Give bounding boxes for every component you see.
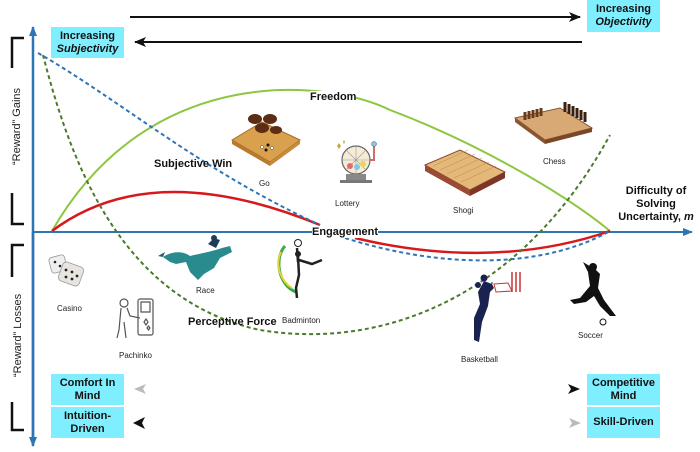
box-line: Increasing [595,3,652,15]
box-line: Mind [610,389,637,402]
shogi-board-icon [423,149,507,196]
gains-bracket-top [10,36,24,68]
game-label-pachinko: Pachinko [119,351,152,360]
x-axis-label-line: Solving [636,198,676,210]
intuition-driven-box: Intuition- Driven [51,407,124,438]
box-line: Comfort In [59,376,116,389]
subjective-win-curve [37,52,611,262]
losses-bracket-top [10,243,24,277]
game-label-go: Go [259,179,270,188]
perceptive-force-label: Perceptive Force [188,316,277,328]
gains-bracket-bottom [10,193,24,226]
box-line: Skill-Driven [593,416,654,428]
badminton-player-icon [277,239,323,299]
box-line: Increasing [59,29,116,42]
competitive-arrow-head [568,384,580,394]
subjective-win-label: Subjective Win [154,158,233,170]
intuition-arrow-head [133,417,145,429]
perceptive-force-curve [42,54,611,336]
x-axis-label-line: Difficulty of [625,185,687,197]
game-label-badminton: Badminton [282,316,321,325]
game-label-basketball: Basketball [461,355,498,364]
game-label-soccer: Soccer [578,331,603,340]
skill-driven-box: Skill-Driven [587,407,660,438]
horse-race-icon [158,235,232,280]
engagement-label: Engagement [312,226,379,238]
competitive-mind-box: Competitive Mind [587,374,660,405]
game-label-casino: Casino [57,304,82,313]
game-label-lottery: Lottery [335,199,360,208]
box-line-italic: Subjectivity [56,42,119,55]
increasing-objectivity-box: Increasing Objectivity [587,0,660,32]
reward-losses-label: “Reward” Losses [12,293,24,377]
x-axis-variable: m [684,211,694,223]
soccer-player-icon [570,262,616,326]
box-line: Mind [74,389,101,402]
comfort-in-mind-box: Comfort In Mind [51,374,124,405]
box-line: Intuition- [63,409,112,422]
game-label-chess: Chess [543,157,566,166]
x-axis-label-text: Uncertainty, [618,211,685,223]
dice-icon [48,254,85,287]
x-axis-label: Difficulty of Solving Uncertainty, m [606,185,700,224]
box-line-italic: Objectivity [595,16,652,28]
lottery-machine-icon [337,140,377,183]
basketball-player-icon [474,272,521,342]
increasing-subjectivity-box: Increasing Subjectivity [51,27,124,58]
chessboard-icon [513,102,594,144]
game-label-race: Race [196,286,215,295]
losses-bracket-bottom [10,402,24,432]
box-line: Driven [70,422,105,435]
game-label-shogi: Shogi [453,206,474,215]
freedom-label: Freedom [310,91,357,103]
engagement-curve-lower [354,229,611,255]
engagement-curve-upper [51,190,321,233]
box-line: Competitive [592,376,655,389]
reward-gains-label: “Reward” Gains [11,87,23,165]
pachinko-icon [116,298,154,339]
freedom-curve [51,88,611,232]
go-board-icon [231,114,301,166]
x-axis-label-line: Uncertainty, m [606,211,700,224]
